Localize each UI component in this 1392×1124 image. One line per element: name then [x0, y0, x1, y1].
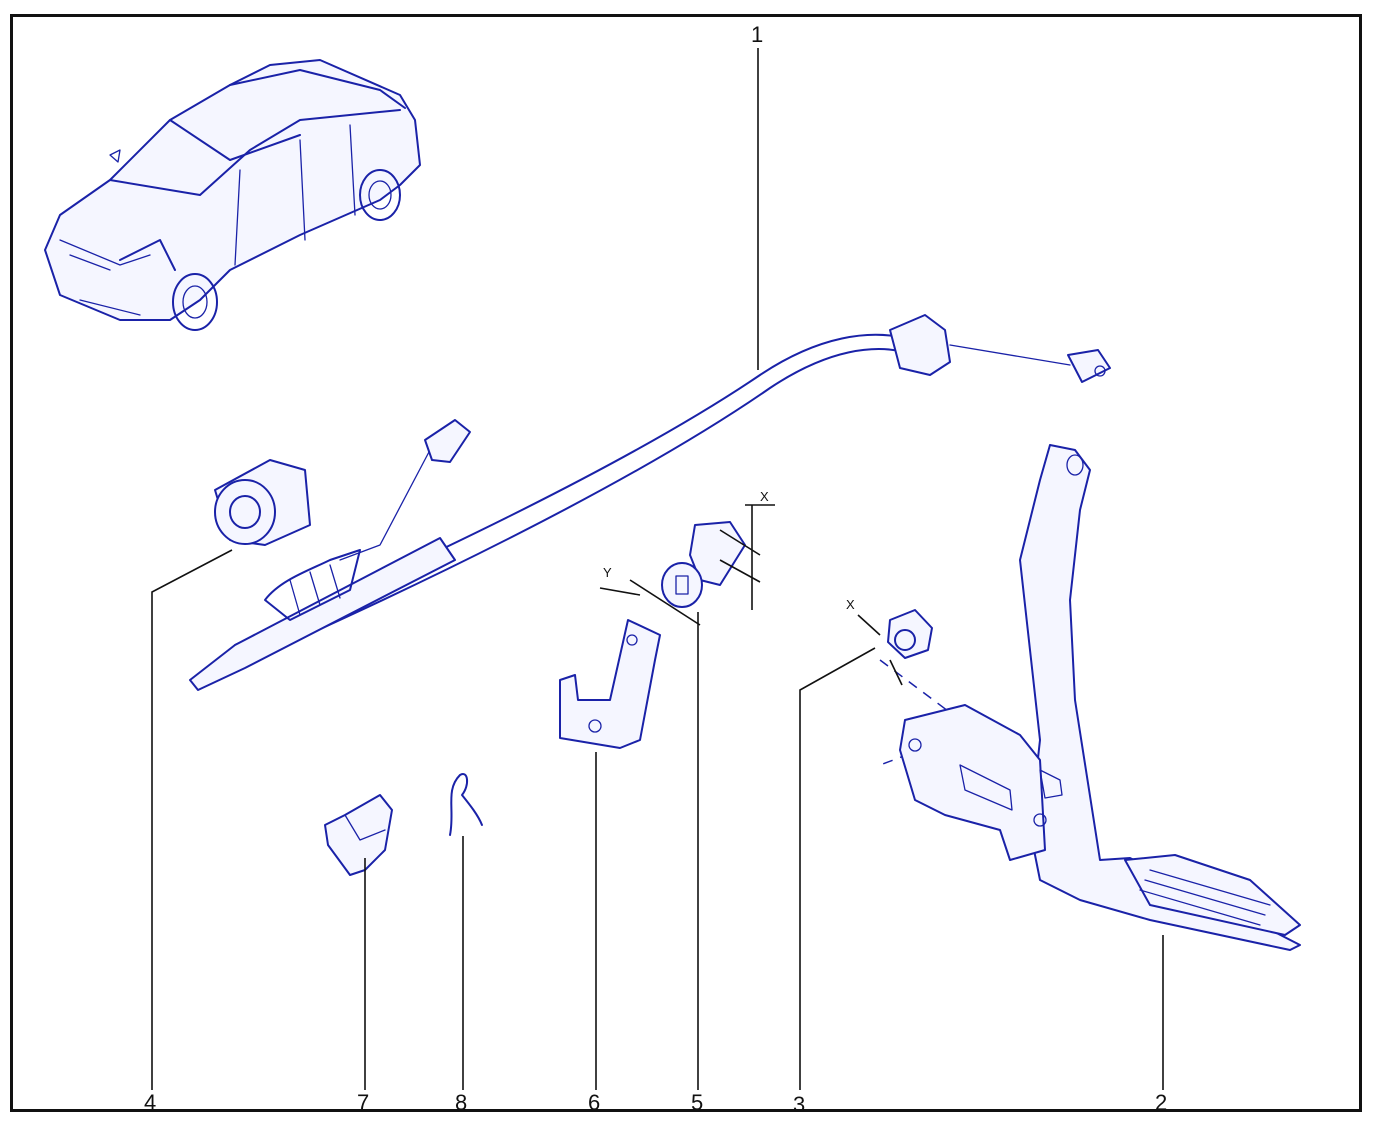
leader-lines	[151, 48, 1164, 1090]
callout-label-4: 4	[144, 1090, 157, 1115]
clip-part-5	[661, 521, 746, 608]
callout-label-5: 5	[691, 1090, 704, 1115]
grommet-part-4	[214, 459, 311, 546]
clip-part-7	[324, 794, 393, 876]
callout-label-6: 6	[588, 1090, 601, 1115]
pin-part-8	[449, 773, 483, 836]
dimension-marks	[599, 504, 903, 686]
car-illustration	[44, 59, 421, 331]
bracket-part-6	[559, 619, 661, 749]
callout-label-7: 7	[357, 1090, 370, 1115]
callout-label-2: 2	[1155, 1090, 1168, 1115]
cable-assembly	[189, 314, 1111, 691]
diagram-frame	[10, 14, 1362, 1112]
callout-label-1: 1	[751, 22, 764, 47]
dimension-label-y: Y	[603, 565, 612, 580]
dimension-label-x-top: X	[760, 489, 769, 504]
dimension-label-x-nut: X	[846, 597, 855, 612]
pedal-part-2	[899, 444, 1301, 951]
callout-label-3: 3	[793, 1092, 806, 1117]
callout-label-8: 8	[455, 1090, 468, 1115]
